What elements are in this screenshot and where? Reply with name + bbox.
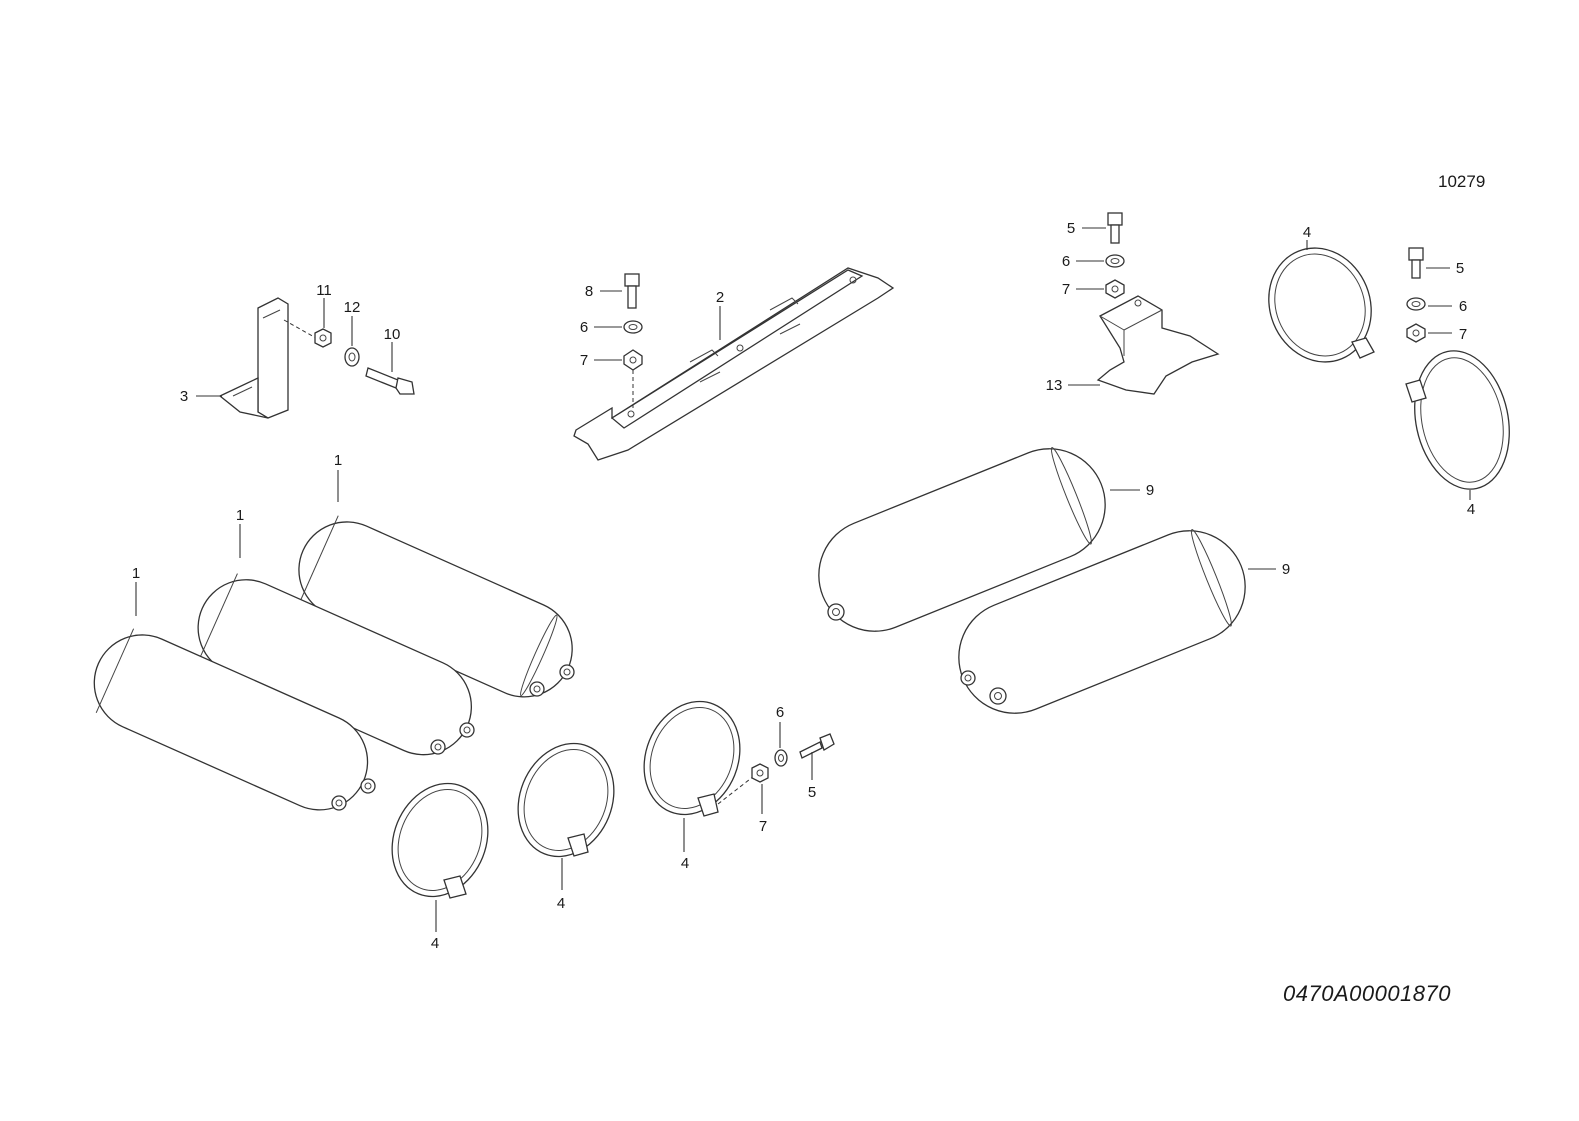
callout-label: 2 bbox=[716, 289, 724, 306]
tank-strap-part-bottom-3 bbox=[643, 700, 741, 817]
washer-part-6-c bbox=[1406, 297, 1426, 311]
callout-label: 6 bbox=[776, 704, 784, 721]
nut-part-7-c bbox=[1406, 323, 1426, 343]
nut-part-7-a bbox=[623, 349, 643, 371]
washer-part-6-b bbox=[1105, 254, 1125, 268]
reference-number: 10279 bbox=[1438, 172, 1485, 191]
mounting-rail-part bbox=[573, 267, 895, 461]
callout-label: 4 bbox=[1303, 224, 1311, 241]
callout-labels: 1 1 1 2 3 4 4 4 4 4 5 5 5 6 6 6 7 7 7 8 … bbox=[132, 220, 1475, 952]
drawing-code: 0470A00001870 bbox=[1283, 981, 1451, 1006]
nut-part-7-d bbox=[751, 763, 769, 783]
callout-label: 9 bbox=[1282, 561, 1290, 578]
callout-label: 12 bbox=[344, 299, 361, 316]
bolt-part-5-b bbox=[1408, 247, 1424, 279]
callout-label: 4 bbox=[431, 935, 439, 952]
callout-label: 13 bbox=[1046, 377, 1063, 394]
washer-part-12 bbox=[344, 347, 360, 367]
bolt-part-8 bbox=[624, 273, 640, 309]
callout-label: 8 bbox=[585, 283, 593, 300]
bolt-part-10 bbox=[365, 367, 415, 395]
callout-label: 7 bbox=[759, 818, 767, 835]
callout-label: 4 bbox=[681, 855, 689, 872]
tank-strap-part-top-right bbox=[1405, 350, 1510, 490]
callout-label: 7 bbox=[580, 352, 588, 369]
angle-bracket-part bbox=[218, 297, 289, 419]
callout-label: 1 bbox=[236, 507, 244, 524]
bolt-part-5-a bbox=[1107, 212, 1123, 244]
callout-label: 4 bbox=[1467, 501, 1475, 518]
washer-part-6-d bbox=[774, 749, 788, 767]
tank-port-fittings-a bbox=[331, 664, 575, 811]
bolt-part-5-c bbox=[799, 733, 835, 759]
callout-label: 6 bbox=[580, 319, 588, 336]
callout-label: 7 bbox=[1459, 326, 1467, 343]
callout-label: 5 bbox=[1456, 260, 1464, 277]
callout-label: 1 bbox=[334, 452, 342, 469]
callout-label: 5 bbox=[808, 784, 816, 801]
tank-strap-part-bottom-2 bbox=[517, 742, 615, 858]
nut-part-11 bbox=[314, 328, 332, 348]
callout-label: 6 bbox=[1062, 253, 1070, 270]
callout-label: 6 bbox=[1459, 298, 1467, 315]
tank-support-bracket-part bbox=[1096, 295, 1220, 395]
callout-label: 3 bbox=[180, 388, 188, 405]
callout-label: 10 bbox=[384, 326, 401, 343]
callout-label: 4 bbox=[557, 895, 565, 912]
leader-lines bbox=[135, 227, 1471, 932]
callout-label: 5 bbox=[1067, 220, 1075, 237]
tank-port-fittings-b bbox=[827, 603, 1007, 705]
washer-part-6-a bbox=[623, 320, 643, 334]
air-tank-part-9-back bbox=[818, 447, 1106, 632]
callout-label: 1 bbox=[132, 565, 140, 582]
callout-label: 7 bbox=[1062, 281, 1070, 298]
callout-label: 9 bbox=[1146, 482, 1154, 499]
nut-part-7-b bbox=[1105, 279, 1125, 299]
tank-strap-part-bottom-1 bbox=[391, 782, 489, 899]
tank-strap-part-top-left bbox=[1268, 247, 1375, 363]
callout-label: 11 bbox=[316, 282, 332, 299]
